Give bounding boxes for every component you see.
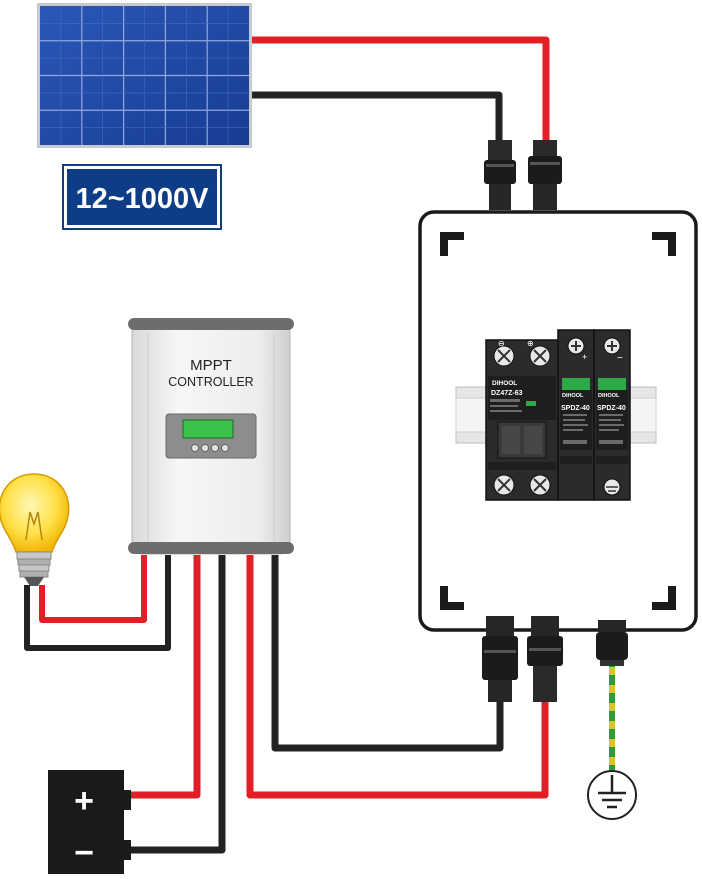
breaker-plus-mark: ⊕	[527, 339, 534, 348]
controller-button-1	[191, 444, 199, 452]
voltage-badge: 12~1000V	[62, 164, 222, 230]
pv-negative-to-controller-wire	[271, 555, 504, 752]
battery-minus-mark: −	[74, 834, 94, 872]
battery-negative-wire	[130, 555, 226, 854]
voltage-badge-bg	[67, 169, 217, 225]
controller-button-2	[201, 444, 209, 452]
spd-left-plus-mark: +	[582, 352, 587, 362]
spd-left-brand: DIHOOL	[562, 393, 584, 399]
spd-right-model: SPDZ-40	[597, 405, 626, 412]
controller-button-3	[211, 444, 219, 452]
pv-positive-to-controller-wire	[246, 555, 549, 799]
spd-right-minus-mark: −	[617, 353, 623, 364]
battery-plus-mark: +	[74, 782, 94, 820]
spd-left-model: SPDZ-40	[561, 405, 590, 412]
controller-label-line2: CONTROLLER	[168, 375, 253, 389]
spd-right-brand: DIHOOL	[598, 393, 620, 399]
mppt-controller: MPPT CONTROLLER	[128, 318, 294, 555]
voltage-badge-text: 12~1000V	[75, 183, 209, 215]
mc4-connector-bottom-negative	[482, 616, 518, 702]
light-bulb-icon	[0, 473, 70, 586]
controller-label-line1: MPPT	[190, 357, 232, 374]
panel-positive-wire	[252, 36, 550, 140]
breaker-minus-mark: ⊖	[498, 339, 505, 348]
controller-lcd-screen	[182, 419, 234, 439]
panel-negative-wire	[252, 91, 503, 140]
mc4-connector-bottom-positive	[527, 616, 563, 702]
battery-positive-wire	[130, 555, 201, 799]
mc4-connector-top-negative	[484, 140, 516, 210]
mc4-connector-top-positive	[528, 140, 562, 210]
ground-symbol	[587, 770, 637, 820]
controller-button-4	[221, 444, 229, 452]
dc-breaker: ⊖ ⊕ DIHOOL DZ47Z-63	[485, 339, 559, 501]
spd-module-left: + DIHOOL SPDZ-40	[557, 329, 595, 501]
spd-module-right: − DIHOOL SPDZ-40	[593, 329, 631, 501]
cable-gland	[596, 620, 628, 666]
load-positive-wire	[39, 555, 147, 623]
battery-icon: + −	[48, 770, 131, 874]
load-negative-wire	[24, 555, 171, 651]
breaker-model: DZ47Z-63	[491, 390, 523, 397]
solar-panel	[37, 3, 252, 148]
breaker-brand: DIHOOL	[492, 380, 517, 387]
